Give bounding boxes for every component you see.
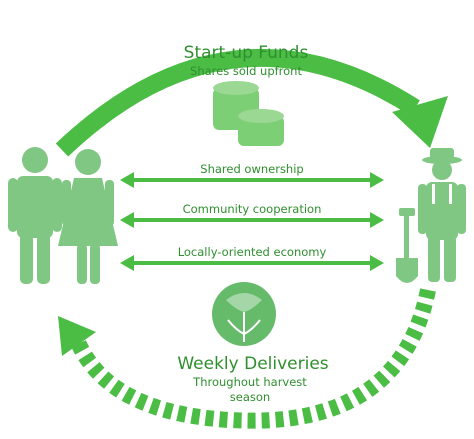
man-icon bbox=[8, 147, 62, 284]
relation-arrow-2: Community cooperation bbox=[120, 202, 384, 228]
top-curved-arrow bbox=[55, 48, 448, 157]
shovel-icon bbox=[396, 208, 418, 283]
relation-arrow-3: Locally-oriented economy bbox=[120, 245, 384, 271]
coin-stack-icon bbox=[213, 81, 284, 146]
relation-label-shared-ownership: Shared ownership bbox=[200, 162, 303, 176]
start-up-funds-subtitle: Shares sold upfront bbox=[190, 64, 302, 78]
bottom-dashed-arrow bbox=[58, 288, 436, 429]
relation-label-community-cooperation: Community cooperation bbox=[183, 202, 322, 216]
relation-label-local-economy: Locally-oriented economy bbox=[178, 245, 327, 259]
weekly-deliveries-line1: Throughout harvest bbox=[192, 375, 307, 389]
relation-arrow-1: Shared ownership bbox=[120, 162, 384, 188]
weekly-deliveries-line2: season bbox=[230, 390, 270, 404]
weekly-deliveries-title: Weekly Deliveries bbox=[177, 354, 328, 374]
farmer-icon bbox=[418, 148, 466, 282]
start-up-funds-title: Start-up Funds bbox=[184, 43, 309, 63]
woman-icon bbox=[58, 149, 118, 284]
cabbage-icon bbox=[212, 282, 276, 346]
